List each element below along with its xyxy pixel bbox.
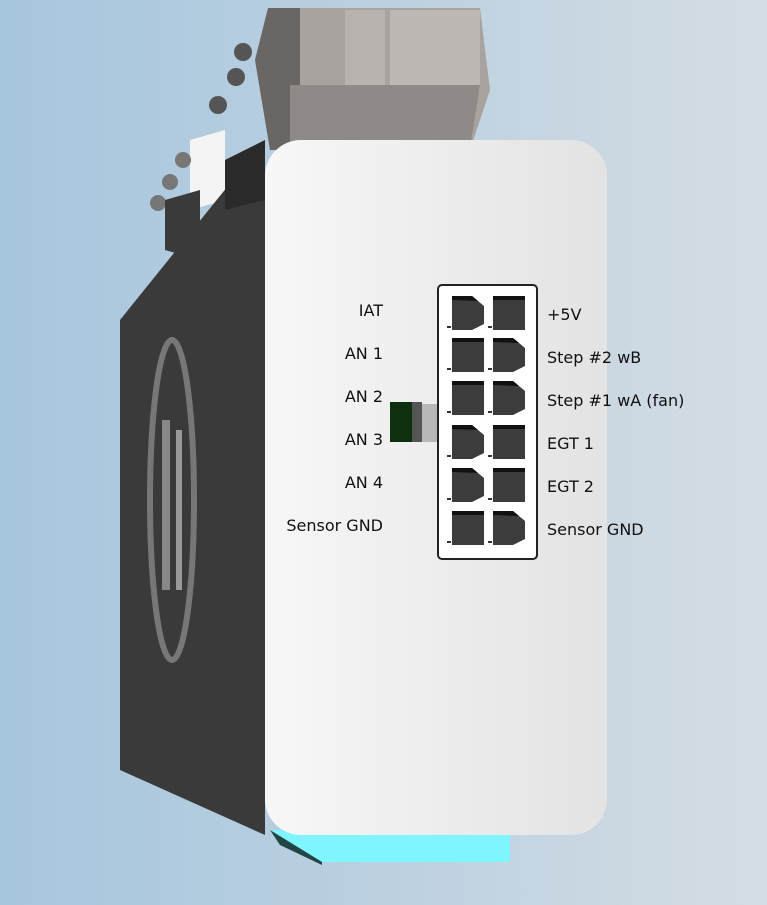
connector-pin-right-6 bbox=[487, 509, 527, 547]
connector-pin-left-3 bbox=[446, 379, 486, 417]
connector-pin-right-4 bbox=[487, 423, 527, 461]
pin-label-right: EGT 1 bbox=[547, 434, 594, 453]
connector-pin-right-1 bbox=[487, 294, 527, 332]
pin-label-right: Step #2 wB bbox=[547, 348, 642, 367]
pin-label-right: Sensor GND bbox=[547, 520, 644, 539]
connector-pin-left-1 bbox=[446, 294, 486, 332]
connector-pin-right-5 bbox=[487, 466, 527, 504]
connector-pin-left-6 bbox=[446, 509, 486, 547]
pin-label-right: +5V bbox=[547, 305, 582, 324]
base-plate bbox=[270, 830, 510, 862]
pin-label-left: IAT bbox=[358, 301, 383, 320]
logo-emblem bbox=[147, 337, 197, 663]
connector-pin-left-2 bbox=[446, 336, 486, 374]
pin-label-left: AN 4 bbox=[344, 473, 383, 492]
connector-12-pin bbox=[437, 284, 538, 560]
connector-pin-left-5 bbox=[446, 466, 486, 504]
pin-label-left: AN 2 bbox=[344, 387, 383, 406]
pin-label-left: Sensor GND bbox=[286, 516, 383, 535]
connector-pin-right-3 bbox=[487, 379, 527, 417]
pin-label-left: AN 1 bbox=[344, 344, 383, 363]
pin-label-right: EGT 2 bbox=[547, 477, 594, 496]
pin-label-right: Step #1 wA (fan) bbox=[547, 391, 685, 410]
connector-pin-left-4 bbox=[446, 423, 486, 461]
connector-pin-right-2 bbox=[487, 336, 527, 374]
pin-label-left: AN 3 bbox=[344, 430, 383, 449]
connector-latch bbox=[390, 402, 412, 442]
